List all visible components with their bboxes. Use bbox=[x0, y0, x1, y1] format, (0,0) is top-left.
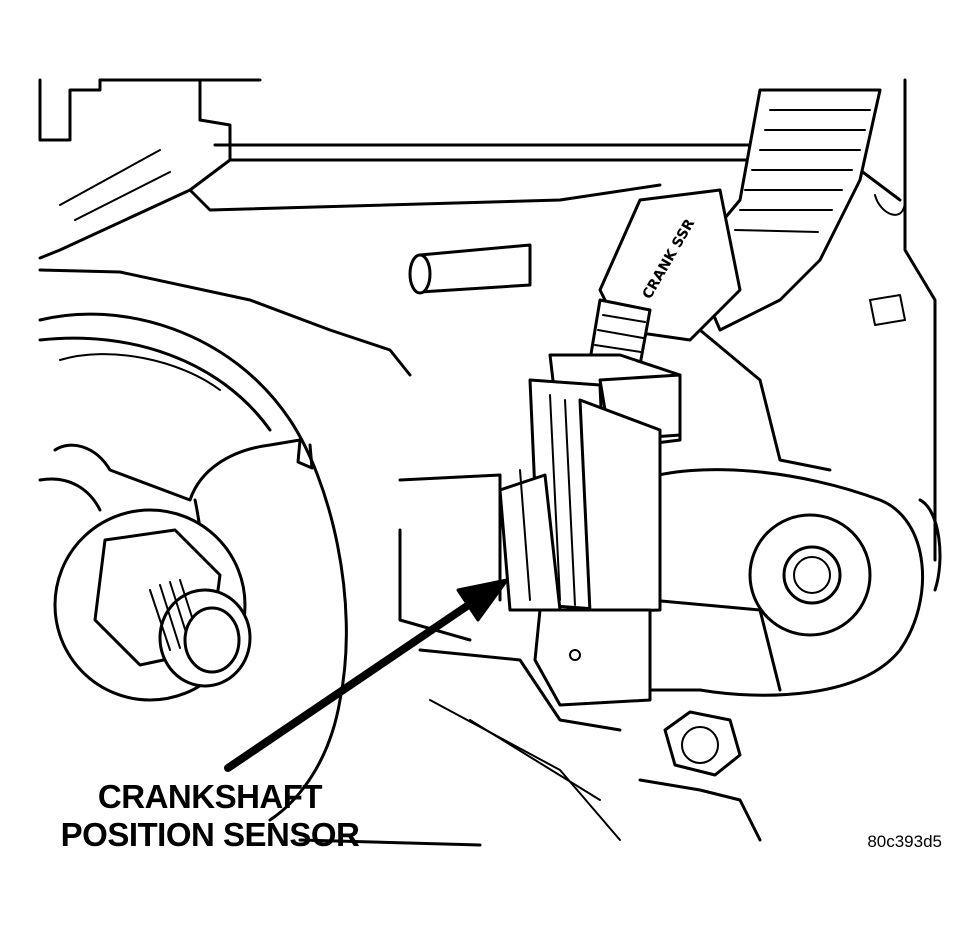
callout-arrow bbox=[224, 578, 509, 772]
sensor-callout-label: CRANKSHAFT POSITION SENSOR bbox=[30, 778, 390, 854]
figure-code: 80c393d5 bbox=[867, 832, 942, 851]
callout-line-1: CRANKSHAFT bbox=[97, 778, 323, 815]
lower-housing bbox=[298, 473, 622, 847]
bolt bbox=[53, 508, 252, 702]
sensor-bracket bbox=[638, 468, 942, 697]
lower-bolt bbox=[638, 710, 762, 842]
wire-harness: CRANK SSR bbox=[588, 88, 882, 367]
sensor-connector bbox=[498, 353, 682, 707]
callout-line-2: POSITION SENSOR bbox=[60, 816, 360, 853]
rod bbox=[408, 243, 532, 295]
engine-block bbox=[38, 78, 772, 377]
